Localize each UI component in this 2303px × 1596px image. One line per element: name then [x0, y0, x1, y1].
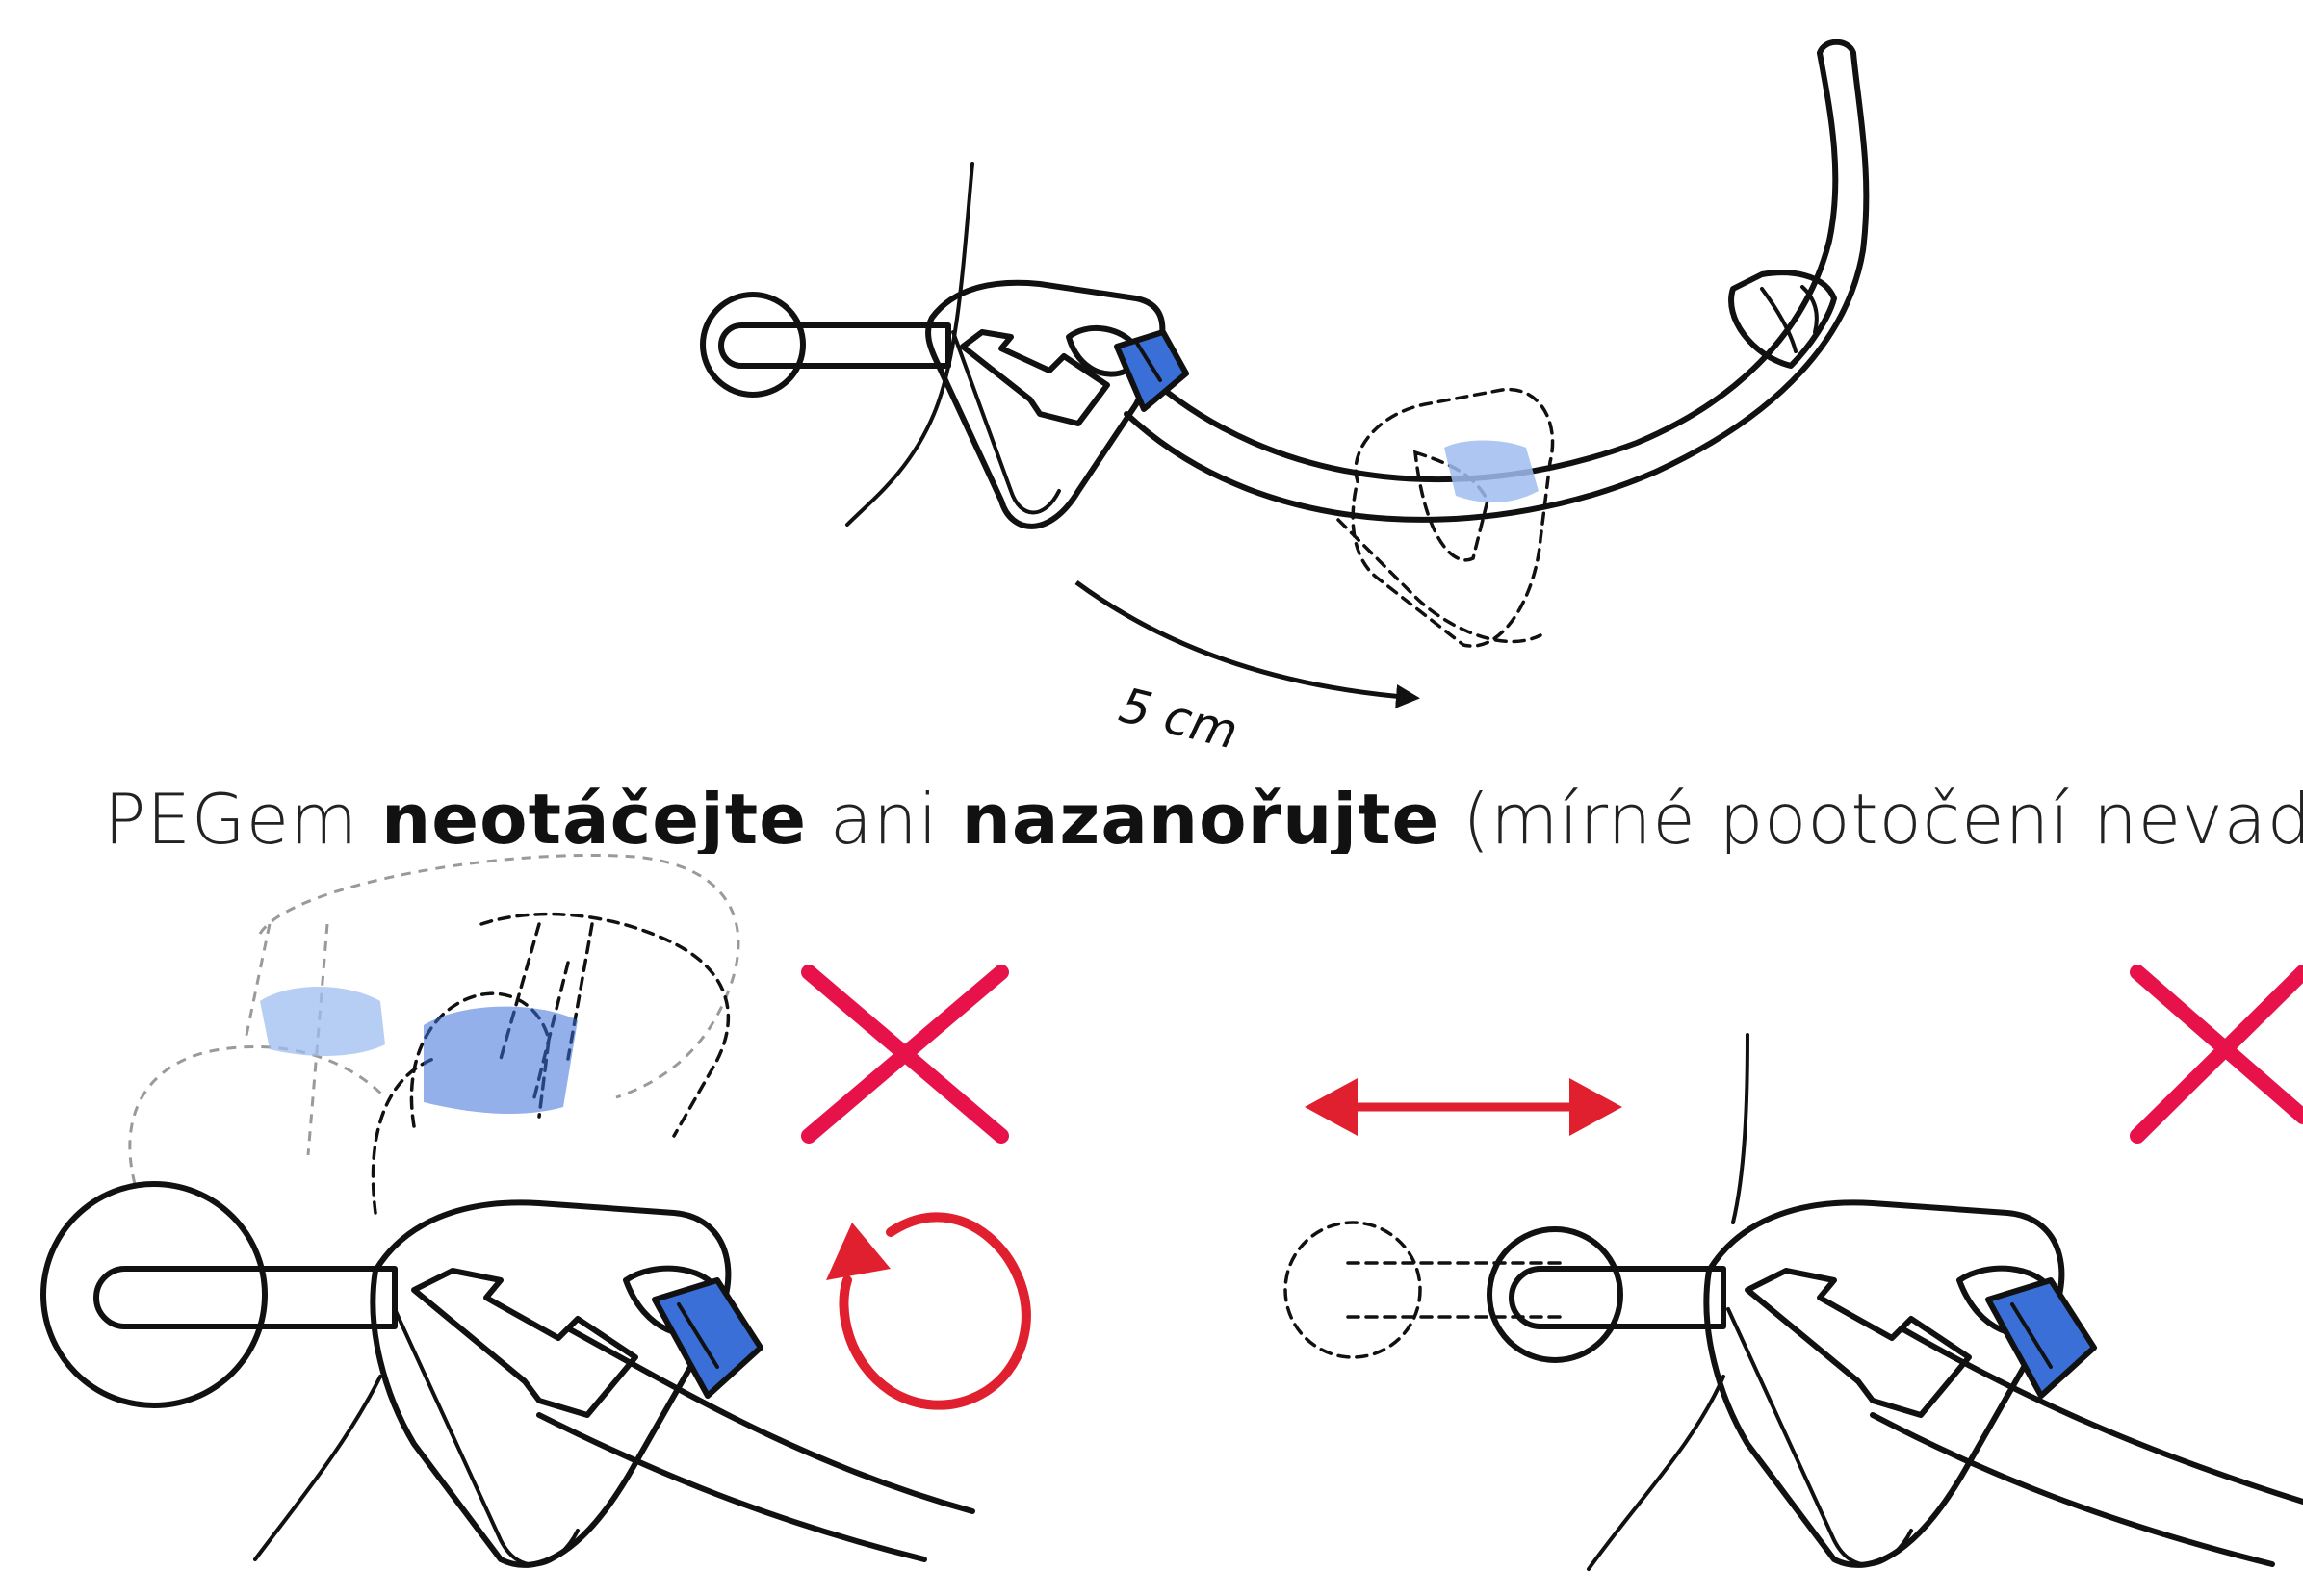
caption-bold-2: nazanořujte: [962, 785, 1440, 854]
ghost-clamp-light: [260, 987, 385, 1056]
bottom-left-illustration: [43, 855, 972, 1564]
ghost-clamp-mid: [424, 1007, 578, 1114]
tube-stub: [721, 325, 948, 366]
blue-clamp: [1988, 1280, 2094, 1396]
ghost-bumper: [1285, 1223, 1420, 1357]
caption-part-1: PEGem: [104, 785, 381, 854]
top-illustration: 5 cm: [703, 42, 1866, 760]
wrong-x-icon: [809, 972, 1001, 1136]
fixation-plate: [928, 283, 1186, 527]
wrong-x-icon: [2137, 972, 2303, 1136]
distance-label: 5 cm: [1114, 677, 1243, 759]
fixation-plate: [373, 1202, 728, 1565]
caption-part-2: ani: [807, 785, 962, 854]
double-arrow-icon: [1305, 1078, 1622, 1136]
rotate-arrow-icon: [826, 1217, 1026, 1404]
instruction-caption: PEGem neotáčejte ani nazanořujte (mírné …: [104, 785, 2303, 854]
tube-stub: [96, 1269, 395, 1326]
internal-bumper: [43, 1184, 265, 1405]
blue-clamp: [655, 1280, 761, 1396]
caption-bold-1: neotáčejte: [381, 785, 807, 854]
caption-part-3: (mírné pootočení nevadí): [1439, 785, 2303, 854]
body-outline: [847, 164, 972, 525]
internal-bumper: [703, 295, 803, 395]
